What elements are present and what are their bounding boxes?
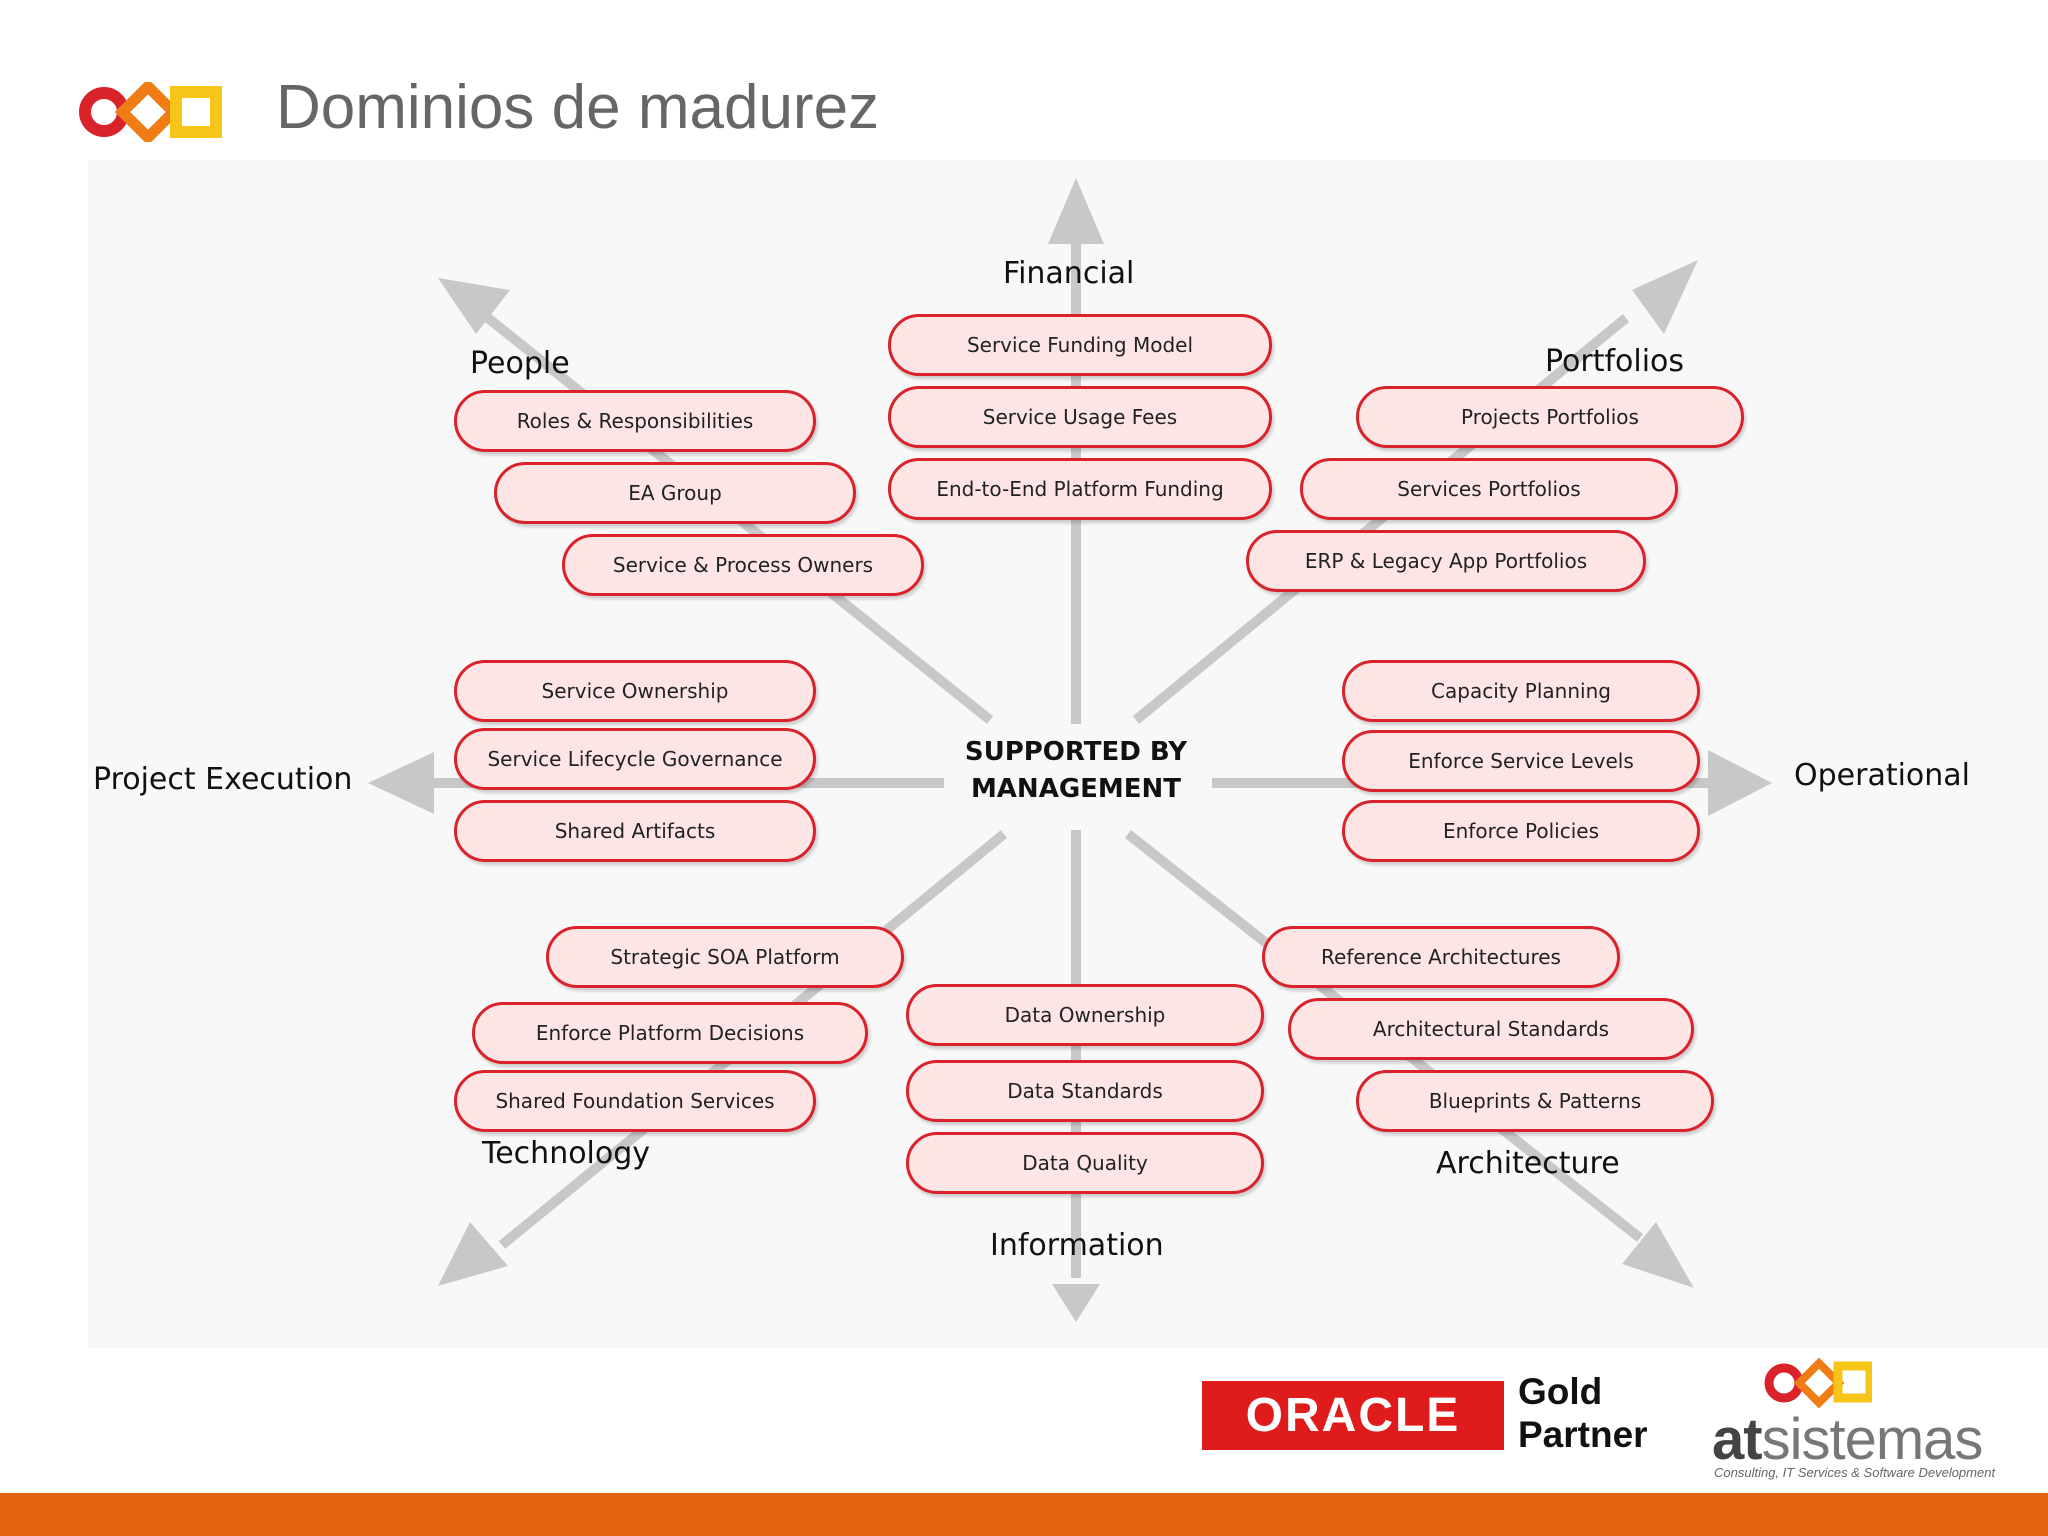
company-name-part1: at <box>1712 1407 1763 1472</box>
pill-financial-1: Service Funding Model <box>888 314 1272 376</box>
page-title: Dominios de madurez <box>276 73 880 142</box>
pill-technology-2: Enforce Platform Decisions <box>472 1002 868 1064</box>
company-logo-icon <box>79 82 222 142</box>
center-label-line-1: SUPPORTED BY <box>964 737 1188 767</box>
center-label-line-2: MANAGEMENT <box>970 774 1182 804</box>
pill-portfolios-3: ERP & Legacy App Portfolios <box>1246 530 1646 592</box>
pill-financial-3: End-to-End Platform Funding <box>888 458 1272 520</box>
arrowhead-operational <box>1708 750 1772 816</box>
center-label: SUPPORTED BY MANAGEMENT <box>946 734 1206 808</box>
gold-label: Gold <box>1518 1371 1603 1412</box>
domain-label-operational: Operational <box>1794 758 1971 793</box>
pill-information-2: Data Standards <box>906 1060 1264 1122</box>
pill-project-execution-1: Service Ownership <box>454 660 816 722</box>
company-name-part2: sistemas <box>1761 1407 1984 1472</box>
pill-architecture-1: Reference Architectures <box>1262 926 1620 988</box>
arrowhead-project-execution <box>368 752 434 814</box>
domain-label-architecture: Architecture <box>1436 1146 1620 1181</box>
partner-label: Partner <box>1518 1414 1648 1455</box>
pill-project-execution-2: Service Lifecycle Governance <box>454 728 816 790</box>
pill-operational-3: Enforce Policies <box>1342 800 1700 862</box>
pill-technology-3: Shared Foundation Services <box>454 1070 816 1132</box>
company-name: atsistemas <box>1712 1406 1984 1473</box>
atsistemas-logo-icon <box>1764 1358 1872 1408</box>
arrowhead-architecture <box>1622 1222 1694 1288</box>
domain-label-technology: Technology <box>482 1136 651 1171</box>
pill-portfolios-1: Projects Portfolios <box>1356 386 1744 448</box>
pill-financial-2: Service Usage Fees <box>888 386 1272 448</box>
oracle-logo: ORACLE <box>1202 1381 1504 1450</box>
domain-label-people: People <box>470 346 570 381</box>
pill-people-1: Roles & Responsibilities <box>454 390 816 452</box>
pill-architecture-2: Architectural Standards <box>1288 998 1694 1060</box>
pill-people-2: EA Group <box>494 462 856 524</box>
pill-information-1: Data Ownership <box>906 984 1264 1046</box>
arrowhead-information <box>1052 1284 1100 1322</box>
pill-project-execution-3: Shared Artifacts <box>454 800 816 862</box>
pill-information-3: Data Quality <box>906 1132 1264 1194</box>
domain-label-project-execution: Project Execution <box>93 762 353 797</box>
arrowhead-financial <box>1048 178 1104 244</box>
pill-people-3: Service & Process Owners <box>562 534 924 596</box>
pill-technology-1: Strategic SOA Platform <box>546 926 904 988</box>
pill-architecture-3: Blueprints & Patterns <box>1356 1070 1714 1132</box>
arrowhead-portfolios <box>1632 260 1698 334</box>
arrowhead-technology <box>438 1222 508 1286</box>
gold-partner-label: Gold Partner <box>1518 1370 1648 1456</box>
domain-label-portfolios: Portfolios <box>1545 344 1685 379</box>
company-tagline: Consulting, IT Services & Software Devel… <box>1714 1465 1996 1480</box>
pill-portfolios-2: Services Portfolios <box>1300 458 1678 520</box>
domain-label-financial: Financial <box>1003 256 1135 291</box>
domain-label-information: Information <box>990 1228 1164 1263</box>
oracle-logo-text: ORACLE <box>1245 1389 1461 1442</box>
pill-operational-2: Enforce Service Levels <box>1342 730 1700 792</box>
pill-operational-1: Capacity Planning <box>1342 660 1700 722</box>
arrowhead-people <box>438 278 510 334</box>
footer-accent-bar <box>0 1493 2048 1536</box>
